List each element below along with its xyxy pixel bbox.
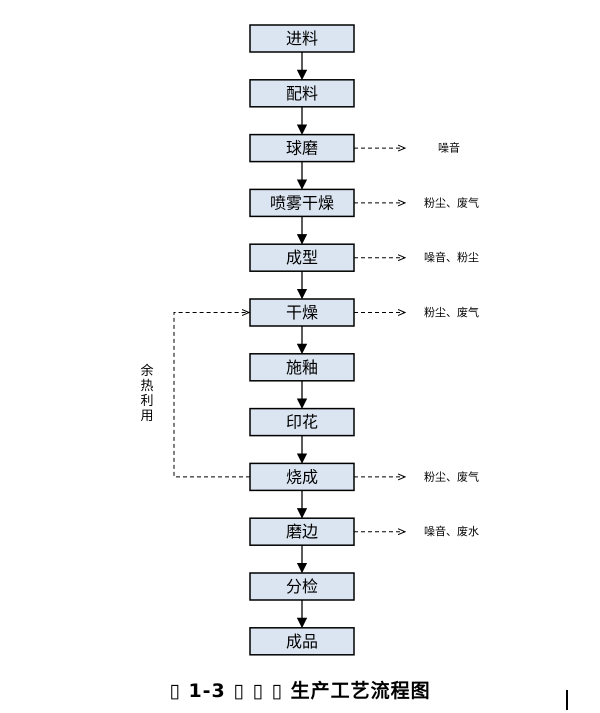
step-label: 烧成 <box>286 467 318 486</box>
text-cursor <box>566 690 568 710</box>
step-label: 施釉 <box>286 358 318 377</box>
step-drying: 干燥 <box>249 298 355 327</box>
step-box <box>249 243 355 272</box>
step-box <box>249 572 355 601</box>
heat-recovery-label: 余热利用 <box>140 363 153 424</box>
emission-label: 噪音、粉尘 <box>424 250 479 264</box>
step-label: 成品 <box>286 632 318 651</box>
emission-label: 粉尘、废气 <box>424 305 479 319</box>
figure-caption: ▯ 1-3 ▯ ▯ ▯ 生产工艺流程图 <box>169 680 431 702</box>
step-box <box>249 298 355 327</box>
step-box <box>249 407 355 437</box>
step-label: 球磨 <box>286 139 318 158</box>
step-forming: 成型 <box>249 243 355 272</box>
step-glazing: 施釉 <box>249 353 355 382</box>
step-spray-drying: 喷雾干燥 <box>249 188 355 218</box>
step-label: 分检 <box>286 577 318 596</box>
step-batching: 配料 <box>249 79 355 108</box>
step-label: 配料 <box>286 84 318 103</box>
emission-label: 粉尘、废气 <box>424 195 479 209</box>
emission-label: 粉尘、废气 <box>424 469 479 483</box>
step-box <box>249 24 355 53</box>
step-box <box>249 353 355 382</box>
step-edge-grinding: 磨边 <box>249 517 355 546</box>
step-box <box>249 462 355 492</box>
step-finished-product: 成品 <box>249 627 355 656</box>
emission-label: 噪音、废水 <box>424 524 479 538</box>
emission-label: 噪音 <box>438 141 460 155</box>
step-box <box>249 627 355 656</box>
step-label: 干燥 <box>286 303 318 322</box>
step-label: 印花 <box>286 413 318 432</box>
step-box <box>249 188 355 218</box>
step-label: 成型 <box>286 248 318 267</box>
step-label: 磨边 <box>286 522 318 541</box>
heat-recovery-loop <box>173 313 250 478</box>
step-label: 进料 <box>286 29 318 48</box>
step-firing: 烧成 <box>249 462 355 492</box>
step-ball-milling: 球磨 <box>249 133 355 163</box>
step-label: 喷雾干燥 <box>270 193 334 212</box>
step-printing: 印花 <box>249 407 355 437</box>
step-feed: 进料 <box>249 24 355 53</box>
step-sorting: 分检 <box>249 572 355 601</box>
step-box <box>249 79 355 108</box>
